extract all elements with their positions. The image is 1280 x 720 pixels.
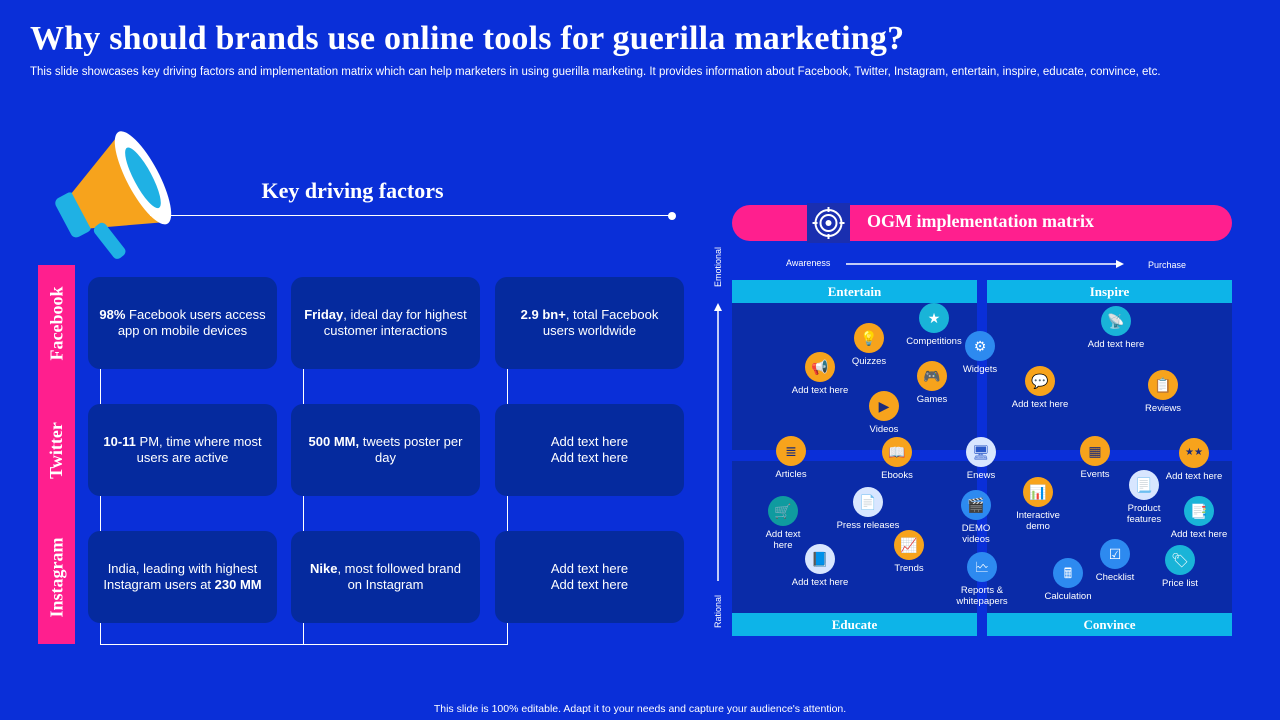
megaphone-icon: [55, 131, 172, 259]
x-axis-arrow: [846, 260, 1124, 268]
matrix-item-label: Ebooks: [881, 470, 913, 481]
clipboard-icon: 📋: [1148, 370, 1178, 400]
axis-label-emotional: Emotional: [713, 246, 723, 287]
satellite-icon: 📡: [1101, 306, 1131, 336]
lightbulb-icon: 💡: [854, 323, 884, 353]
matrix-item-label: Articles: [775, 469, 807, 480]
axis-label-awareness: Awareness: [786, 258, 831, 268]
quadrant-educate: [732, 461, 977, 636]
matrix-item-label: Checklist: [1095, 572, 1135, 583]
matrix-item-label: Reports &whitepapers: [956, 585, 1008, 607]
matrix-item-label: Videos: [869, 424, 899, 435]
matrix-item-label: Add text here: [1011, 399, 1069, 410]
trend-chart-icon: 📈: [894, 530, 924, 560]
fact-card: Nike, most followed brand on Instagram: [291, 531, 480, 623]
checklist-icon: ☑: [1100, 539, 1130, 569]
video-icon: ▶: [869, 391, 899, 421]
quadrant-label-educate: Educate: [732, 613, 977, 636]
ebook-icon: 📖: [882, 437, 912, 467]
chat-icon: 💬: [1025, 366, 1055, 396]
fact-card: Add text here Add text here: [495, 531, 684, 623]
fact-card: 98% Facebook users access app on mobile …: [88, 277, 277, 369]
connector-line: [100, 369, 101, 645]
gamepad-icon: 🎮: [917, 361, 947, 391]
matrix-item-label: Add text here: [1165, 471, 1223, 482]
platform-label-facebook: Facebook: [46, 286, 66, 360]
quadrant-inspire: Inspire: [987, 280, 1232, 450]
matrix-item-label: Add text here: [791, 577, 849, 588]
product-doc-icon: 📃: [1129, 470, 1159, 500]
article-icon: ≣: [776, 436, 806, 466]
matrix-item-label: Competitions: [906, 336, 962, 347]
matrix-item-label: Calculation: [1044, 591, 1092, 602]
calendar-icon: ▦: [1080, 436, 1110, 466]
megaphone-small-icon: 📢: [805, 352, 835, 382]
key-driving-factors-title: Key driving factors: [261, 178, 444, 203]
divider-end-dot: [668, 212, 676, 220]
connector-line: [507, 369, 508, 645]
matrix-item-label: Events: [1080, 469, 1110, 480]
matrix-item-label: Add text here: [1087, 339, 1145, 350]
fact-card: Friday, ideal day for highest customer i…: [291, 277, 480, 369]
price-tag-icon: 🏷: [1165, 545, 1195, 575]
axis-label-rational: Rational: [713, 594, 723, 628]
y-axis-arrow: [714, 303, 722, 581]
matrix-item-label: Trends: [894, 563, 924, 574]
monitor-icon: 🖥: [966, 437, 996, 467]
platform-label-instagram: Instagram: [46, 537, 66, 617]
matrix-item-label: Press releases: [836, 520, 900, 531]
matrix-item-label: Add text here: [791, 385, 849, 396]
star-icon: ★: [919, 303, 949, 333]
matrix-item-label: Games: [916, 394, 948, 405]
matrix-item-label: Reviews: [1145, 403, 1181, 414]
connector-line: [100, 644, 508, 645]
fact-card: 10-11 PM, time where most users are acti…: [88, 404, 277, 496]
matrix-item-label: Quizzes: [851, 356, 887, 367]
platform-label-twitter: Twitter: [46, 421, 67, 479]
fact-card: 500 MM, tweets poster per day: [291, 404, 480, 496]
cart-icon: 🛒: [768, 496, 798, 526]
matrix-item-label: Add text here: [1170, 529, 1228, 540]
connector-line: [303, 369, 304, 645]
matrix-item-label: Price list: [1162, 578, 1198, 589]
fact-card: Add text here Add text here: [495, 404, 684, 496]
quadrant-label-convince: Convince: [987, 613, 1232, 636]
footer-note: This slide is 100% editable. Adapt it to…: [433, 703, 847, 715]
platform-bar: [38, 265, 75, 644]
page-title: Why should brands use online tools for g…: [30, 20, 905, 57]
fact-card: 2.9 bn+, total Facebook users worldwide: [495, 277, 684, 369]
page-subtitle: This slide showcases key driving factors…: [30, 66, 1161, 78]
demo-video-icon: 🎬: [961, 490, 991, 520]
gear-icon: ⚙: [965, 331, 995, 361]
matrix-item-label: Enews: [966, 470, 996, 481]
rating-stars-icon: ★★: [1179, 438, 1209, 468]
target-icon: [812, 207, 845, 239]
presentation-icon: 📊: [1023, 477, 1053, 507]
document-icon: 📄: [853, 487, 883, 517]
title-divider: [150, 215, 672, 216]
fact-card: India, leading with highest Instagram us…: [88, 531, 277, 623]
matrix-title-icon-box: [807, 203, 850, 243]
book-icon: 📘: [805, 544, 835, 574]
axis-label-purchase: Purchase: [1148, 260, 1187, 270]
calculator-icon: 🖩: [1053, 558, 1083, 588]
report-icon: 🗠: [967, 552, 997, 582]
matrix-title: OGM implementation matrix: [867, 211, 1094, 231]
checklist-doc-icon: 📑: [1184, 496, 1214, 526]
matrix-item-label: Widgets: [962, 364, 998, 375]
